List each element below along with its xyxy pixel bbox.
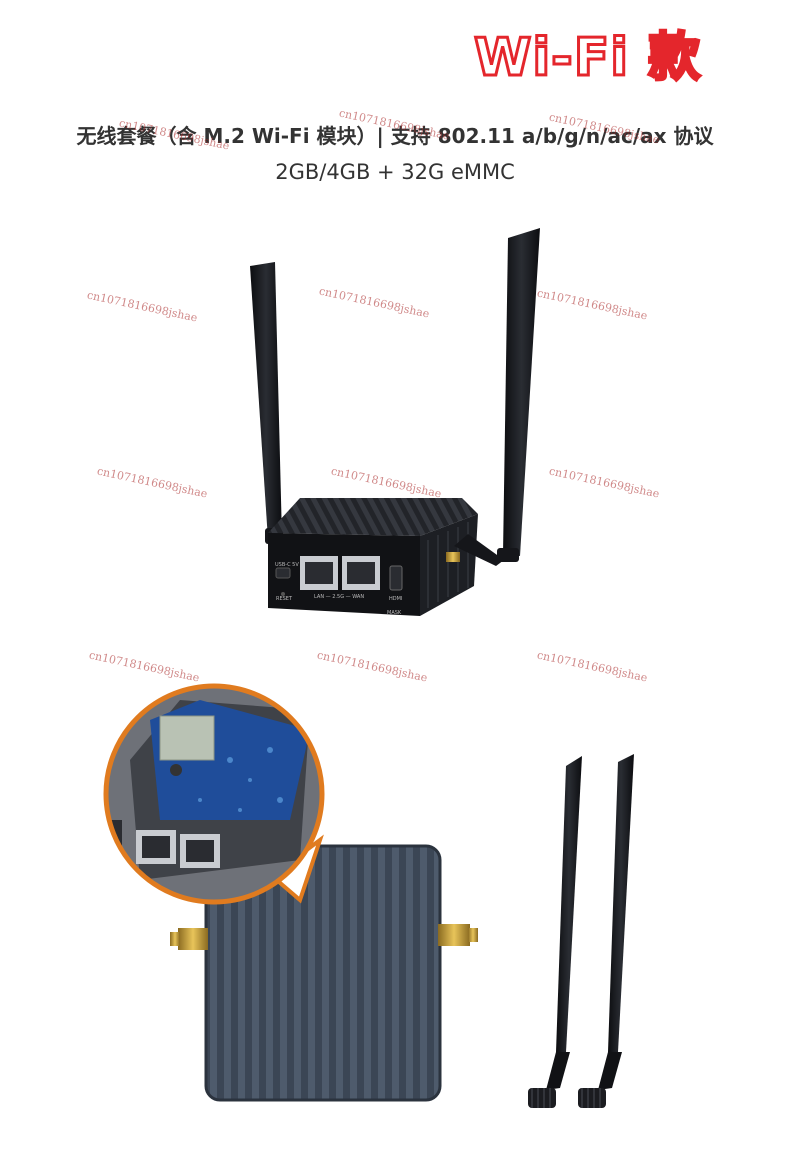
reset-label: RESET: [276, 596, 293, 602]
router-antenna-right: [497, 228, 540, 562]
zoom-callout: [103, 683, 325, 905]
router-antenna-left: [250, 262, 283, 544]
heatsink-plate: [204, 844, 442, 1102]
hdmi-label: HDMI: [389, 596, 402, 602]
wifi-badge: Wi-Fi 款: [472, 27, 702, 90]
lan-wan-label: LAN — 2.5G — WAN: [314, 594, 364, 600]
loose-antenna-right: [578, 754, 634, 1108]
product-spec: 2GB/4GB + 32G eMMC: [275, 160, 515, 184]
sma-connector-right: [438, 924, 478, 946]
router-box: [268, 498, 504, 616]
product-subtitle: 无线套餐（含 M.2 Wi-Fi 模块）| 支持 802.11 a/b/g/n/…: [76, 124, 714, 148]
loose-antenna-left: [528, 756, 582, 1108]
usb-label: USB-C 5V: [275, 562, 299, 568]
sma-connector-left: [170, 928, 208, 950]
mask-label: MASK: [387, 610, 402, 616]
